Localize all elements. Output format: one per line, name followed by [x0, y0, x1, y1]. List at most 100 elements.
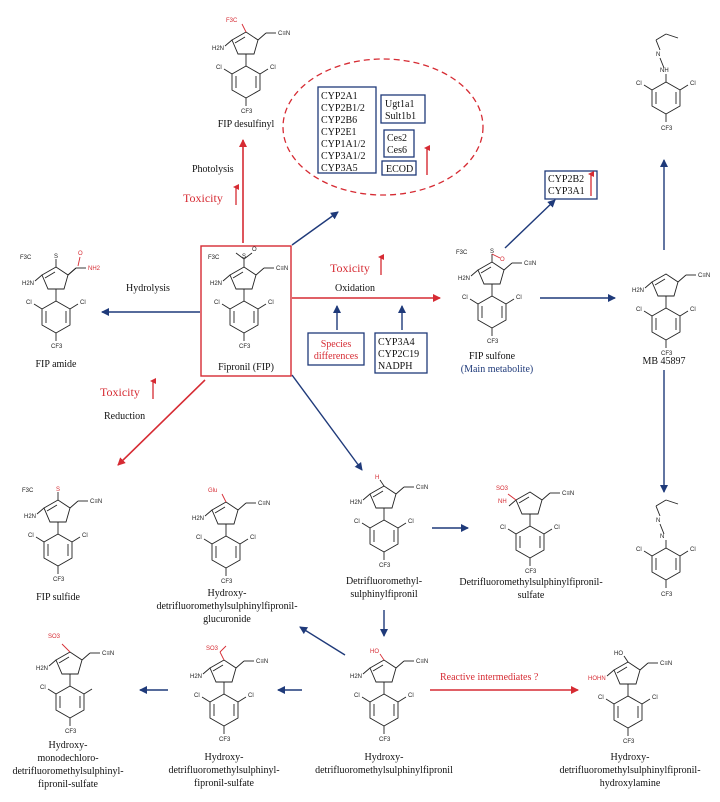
atom-label: Cl	[408, 519, 414, 525]
atom-label: Cl	[268, 300, 274, 306]
detrif-structure: H C≡N H2N Cl Cl CF3	[350, 475, 428, 569]
atom-label: Cl	[636, 547, 642, 553]
detrif-sulfate-label: sulfate	[518, 590, 545, 601]
cyp-item: CYP1A1/2	[321, 139, 365, 150]
atom-label: CF3	[379, 563, 391, 569]
hydroxylamine-label: Hydroxy-	[611, 752, 650, 763]
atom-label: Cl	[554, 525, 560, 531]
hydrolysis-label: Hydrolysis	[126, 283, 170, 294]
enzyme-circle	[282, 58, 484, 196]
atom-label: H2N	[210, 281, 222, 287]
oxidation-enzyme-item: CYP3A4	[378, 337, 415, 348]
atom-label: NH	[498, 499, 507, 505]
detrif-sulfate-structure: SO3 NH C≡N Cl Cl CF3	[496, 486, 574, 575]
detrif-sulfate-label: Detrifluoromethylsulphinylfipronil-	[459, 577, 602, 588]
atom-label: O	[78, 251, 83, 257]
atom-label: H2N	[22, 281, 34, 287]
atom-label: H2N	[212, 46, 224, 52]
atom-label: C≡N	[278, 31, 290, 37]
atom-label: Cl	[636, 81, 642, 87]
atom-label: Glu	[208, 488, 217, 494]
atom-label: Cl	[462, 295, 468, 301]
fip-sulfide-label: FIP sulfide	[36, 592, 80, 603]
arrow-sulfone-cyp	[504, 199, 556, 249]
atom-label: Cl	[214, 300, 220, 306]
cyp-item: CYP3A5	[321, 163, 358, 174]
atom-label: Cl	[248, 693, 254, 699]
atom-label: C≡N	[276, 266, 288, 272]
fip-sulfone-label: FIP sulfone	[469, 351, 516, 362]
ecod-label: ECOD	[386, 164, 413, 175]
atom-label: CF3	[661, 351, 673, 357]
atom-label: Cl	[516, 295, 522, 301]
photolysis-label: Photolysis	[192, 164, 234, 175]
atom-label: Cl	[354, 519, 360, 525]
atom-label: CF3	[379, 737, 391, 743]
sulfone-cyp-item: CYP3A1	[548, 186, 585, 197]
atom-label: O	[500, 257, 505, 263]
oxidation-label: Oxidation	[335, 283, 375, 294]
atom-label: Cl	[250, 535, 256, 541]
ecod-box	[381, 160, 417, 176]
atom-label: F3C	[20, 255, 32, 261]
atom-label: CF3	[661, 592, 673, 598]
monodechloro-label: detrifluoromethylsulphinyl-	[12, 766, 123, 777]
atom-label: CF3	[51, 344, 63, 350]
atom-label: H2N	[36, 666, 48, 672]
ces-item: Ces2	[387, 133, 407, 144]
atom-label: Cl	[690, 307, 696, 313]
atom-label: CF3	[219, 737, 231, 743]
atom-label: Cl	[598, 695, 604, 701]
hydroxy-sulfate-label: detrifluoromethylsulphinyl-	[168, 765, 279, 776]
atom-label: H	[375, 475, 379, 481]
sulfone-cyp-box	[544, 170, 598, 200]
toxicity-label: Toxicity	[330, 261, 370, 275]
atom-label: O	[252, 247, 257, 253]
atom-label: Cl	[690, 547, 696, 553]
atom-label: CF3	[487, 339, 499, 345]
monodechloro-label: Hydroxy-	[49, 740, 88, 751]
atom-label: HOHN	[588, 676, 606, 682]
glucuronide-label: glucuronide	[203, 614, 251, 625]
atom-label: Cl	[82, 533, 88, 539]
arrow-to-enzymes	[291, 211, 339, 246]
atom-label: C≡N	[524, 261, 536, 267]
atom-label: NH2	[88, 266, 101, 272]
top-right-structure: N NH Cl Cl CF3	[636, 33, 696, 132]
cyp-list-box	[317, 86, 377, 174]
reduction-label: Reduction	[104, 411, 145, 422]
atom-label: H2N	[192, 516, 204, 522]
atom-label: H2N	[24, 514, 36, 520]
fip-amide-label: FIP amide	[35, 359, 77, 370]
species-box	[307, 332, 365, 366]
cyp-item: CYP2E1	[321, 127, 357, 138]
atom-label: CF3	[239, 344, 251, 350]
mb45897-structure: C≡N H2N Cl Cl CF3	[632, 273, 710, 357]
atom-label: Cl	[270, 65, 276, 71]
atom-label: Cl	[80, 300, 86, 306]
arrow-to-detrif	[291, 374, 363, 471]
atom-label: C≡N	[698, 273, 710, 279]
atom-label: CF3	[53, 577, 65, 583]
glucuronide-structure: Glu C≡N H2N Cl Cl CF3	[192, 488, 270, 585]
atom-label: F3C	[22, 488, 34, 494]
atom-label: S	[490, 249, 494, 255]
ugt-item: Ugt1a1	[385, 99, 414, 110]
monodechloro-label: monodechloro-	[37, 753, 98, 764]
hydroxylamine-label: detrifluoromethylsulphinylfipronil-	[559, 765, 700, 776]
atom-label: H2N	[632, 288, 644, 294]
atom-label: Cl	[216, 65, 222, 71]
atom-label: SO3	[206, 646, 219, 652]
detrif-label: sulphinylfipronil	[350, 589, 417, 600]
atom-label: C≡N	[562, 491, 574, 497]
atom-label: H2N	[190, 674, 202, 680]
atom-label: C≡N	[660, 661, 672, 667]
detrif-label: Detrifluoromethyl-	[346, 576, 422, 587]
atom-label: Cl	[196, 535, 202, 541]
monodechloro-label: fipronil-sulfate	[38, 779, 99, 790]
mb45897-label: MB 45897	[642, 356, 685, 367]
atom-label: Cl	[194, 693, 200, 699]
cyp-item: CYP2B1/2	[321, 103, 365, 114]
species-label: differences	[314, 351, 358, 362]
atom-label: Cl	[500, 525, 506, 531]
